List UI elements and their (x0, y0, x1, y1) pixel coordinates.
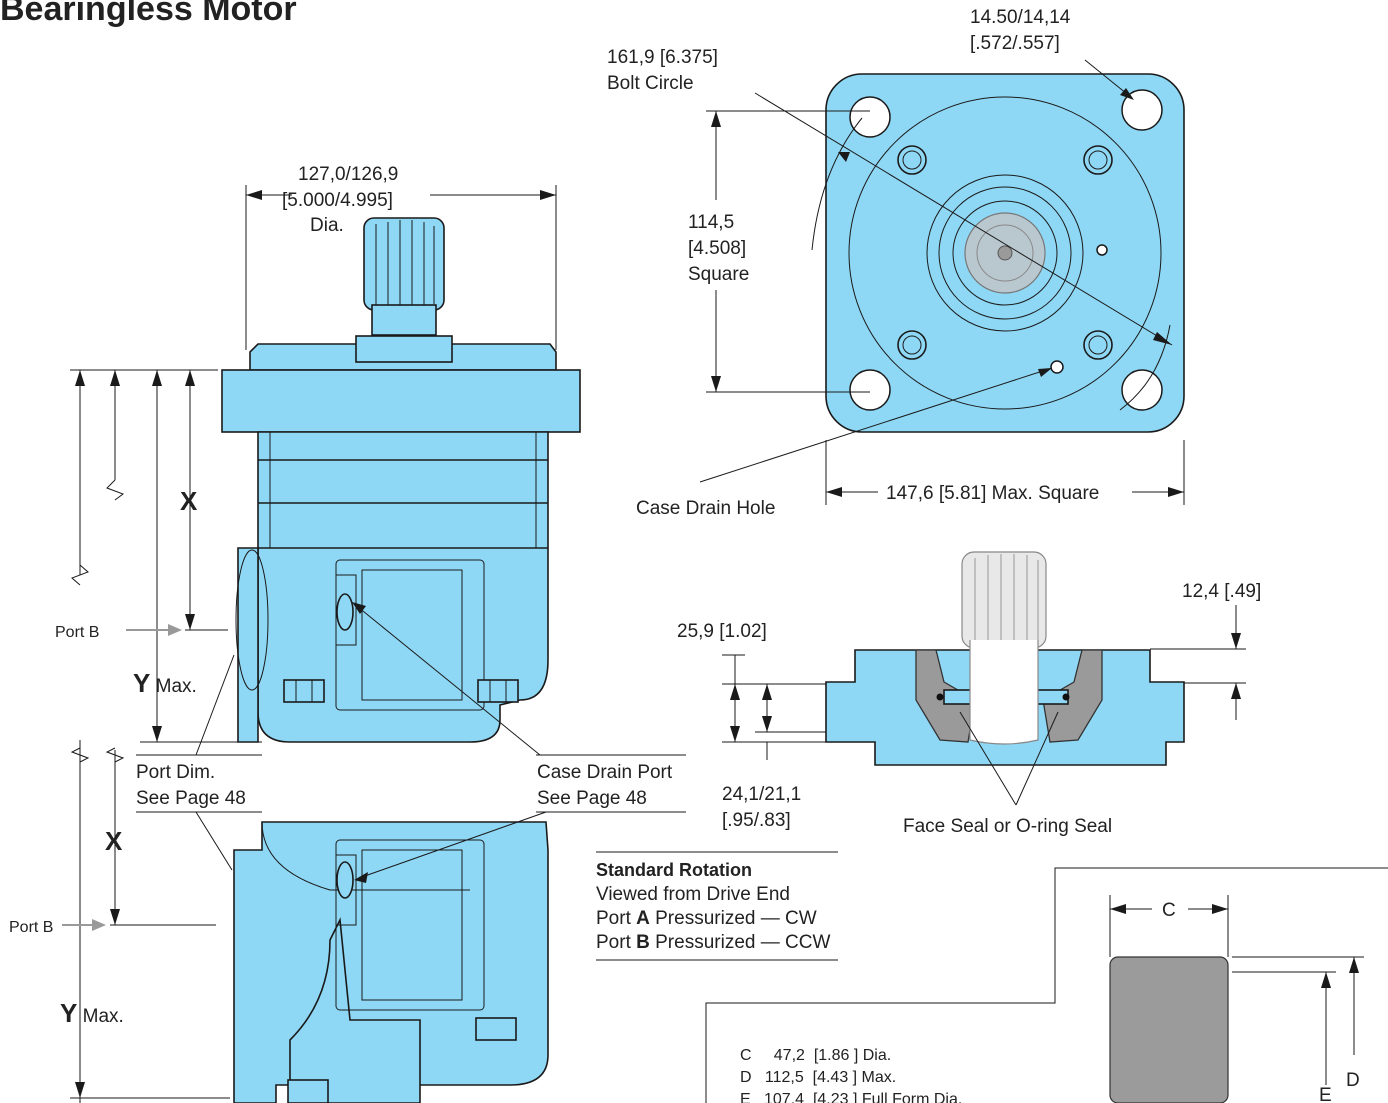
square-dim-label: 114,5 (688, 212, 734, 233)
d-dim-label: D (1346, 1070, 1360, 1091)
dia-dim-label: [5.000/4.995] (282, 190, 393, 211)
seal-section-view: 12,4 [.49] 25,9 [1.02] 24,1/21,1 [.95/.8… (677, 551, 1261, 837)
dia-dim-label: 127,0/126,9 (298, 164, 398, 185)
case-drain-port-plug (336, 593, 354, 631)
port-b-label: Port B (55, 624, 99, 641)
seal-dim-bottom: [.95/.83] (722, 810, 791, 831)
side-view: 127,0/126,9 [5.000/4.995] Dia. X Y Max. … (55, 164, 686, 813)
case-drain-port-label: Case Drain Port (537, 762, 673, 783)
bolt-head (475, 1017, 517, 1041)
case-drain-hole (1050, 360, 1064, 374)
case-drain-port-plug (336, 861, 354, 899)
y-max-label: Y Max. (133, 668, 197, 698)
rotation-note: Standard Rotation Viewed from Drive End … (596, 851, 838, 961)
bolt-hole (849, 96, 891, 138)
lower-x-dim-label: X (105, 826, 123, 856)
gasket-right (1042, 649, 1103, 743)
rotation-line: Viewed from Drive End (596, 884, 790, 905)
rotation-heading: Standard Rotation (596, 860, 752, 880)
rotation-line: Port B Pressurized — CCW (596, 932, 830, 953)
bolt-head (283, 679, 325, 703)
page-title: Bearingless Motor (0, 0, 297, 28)
lower-view: X Y Max. Port B (9, 740, 549, 1103)
rotation-line: Port A Pressurized — CW (596, 908, 817, 929)
shaft-dimension-box: C D E C 47,2 [1.86 ] Dia. D 112,5 [4.43 … (705, 867, 1388, 1103)
motor-housing (257, 431, 549, 743)
bolt-hole (849, 369, 891, 411)
bolt-head (477, 679, 519, 703)
seal-dim-left: 25,9 [1.02] (677, 621, 767, 642)
port-dim-label: See Page 48 (136, 788, 246, 809)
square-dim-label: [4.508] (688, 238, 746, 259)
bolt-circle-label: Bolt Circle (607, 73, 694, 94)
seal-dim-bottom: 24,1/21,1 (722, 784, 801, 805)
x-dim-label: X (180, 486, 198, 516)
shaft-profile (1109, 956, 1229, 1103)
hole-dim-label: 14.50/14,14 (970, 7, 1071, 28)
shaft-table-row: C 47,2 [1.86 ] Dia. (740, 1047, 891, 1064)
shaft-table-row: E 107,4 [4.23 ] Full Form Dia. (740, 1091, 962, 1103)
dia-dim-label: Dia. (310, 215, 344, 236)
end-view: 161,9 [6.375] Bolt Circle 14.50/14,14 [.… (607, 7, 1185, 519)
shaft-table-row: D 112,5 [4.43 ] Max. (740, 1069, 896, 1086)
lower-port-b-label: Port B (9, 919, 53, 936)
seal-dim-top: 12,4 [.49] (1182, 581, 1261, 602)
case-drain-hole-label: Case Drain Hole (636, 498, 775, 519)
port-dim-label: Port Dim. (136, 762, 215, 783)
mounting-flange (221, 369, 581, 433)
seal-label: Face Seal or O-ring Seal (903, 816, 1112, 837)
bolt-head (287, 1079, 329, 1103)
port-boss-b (237, 547, 259, 743)
lower-y-max-label: Y Max. (60, 998, 124, 1028)
max-square-label: 147,6 [5.81] Max. Square (886, 483, 1099, 504)
bolt-circle-label: 161,9 [6.375] (607, 47, 718, 68)
bolt-hole (1121, 89, 1163, 131)
case-drain-port-label: See Page 48 (537, 788, 647, 809)
e-dim-label: E (1319, 1085, 1332, 1103)
shaft-spline (363, 217, 445, 336)
seal-shaft (961, 551, 1047, 745)
hole-dim-label: [.572/.557] (970, 33, 1060, 54)
shaft-collar (355, 335, 453, 363)
square-dim-label: Square (688, 264, 749, 285)
c-dim-label: C (1162, 900, 1176, 921)
